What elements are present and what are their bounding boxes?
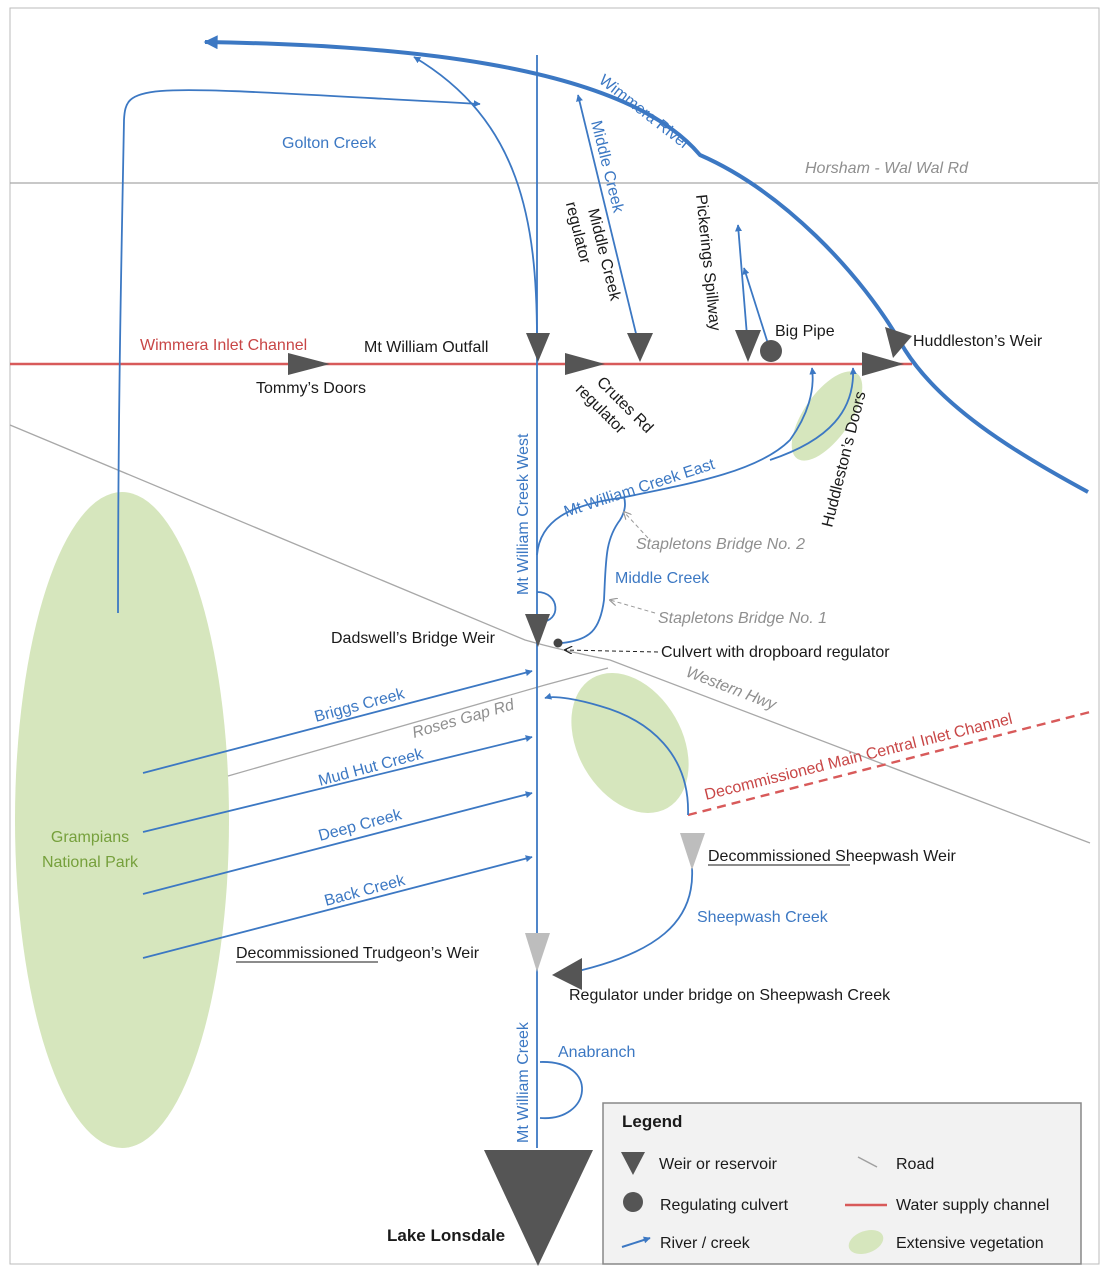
legend-label-river: River / creek xyxy=(660,1235,751,1252)
huddlestons-weir-label: Huddleston’s Weir xyxy=(913,333,1043,350)
stapletons-bridge-1-label: Stapletons Bridge No. 1 xyxy=(658,610,827,627)
back-creek-label: Back Creek xyxy=(323,872,408,910)
arrow-icon xyxy=(621,1236,651,1248)
middle-creek-lower xyxy=(561,496,626,644)
legend-box xyxy=(602,1102,1082,1265)
golton-creek xyxy=(117,89,481,614)
sheepwash-creek-label: Sheepwash Creek xyxy=(697,909,829,926)
anabranch-line xyxy=(539,1061,583,1119)
vegetation-icon xyxy=(848,1229,884,1255)
roses-gap-road xyxy=(227,667,609,777)
legend: Legend Weir or reservoir Road Regulating… xyxy=(602,1102,1082,1265)
legend-title: Legend xyxy=(622,1112,682,1131)
regulator-sheepwash-label: Regulator under bridge on Sheepwash Cree… xyxy=(569,987,891,1004)
dadswells-bridge-weir-label: Dadswell’s Bridge Weir xyxy=(331,630,496,647)
middle-creek-upper-label: Middle Creek xyxy=(587,119,627,216)
svg-text:Decommissioned Sheepwash Weir: Decommissioned Sheepwash Weir xyxy=(708,848,956,865)
huddlestons-weir-icon xyxy=(885,327,912,358)
sheepwash-weir-icon xyxy=(680,833,705,870)
pickerings-spillway-line xyxy=(735,224,749,349)
mud-hut-creek-line xyxy=(142,735,533,833)
vegetation-sheepwash xyxy=(571,673,689,813)
briggs-creek-line xyxy=(142,669,533,774)
mt-william-creek-east-label: Mt William Creek East xyxy=(562,456,717,521)
diagram-frame xyxy=(9,7,1100,1265)
deep-creek-label: Deep Creek xyxy=(317,806,405,845)
mt-william-creek-east xyxy=(536,367,817,556)
big-pipe-culvert-icon xyxy=(760,340,782,362)
lake-lonsdale-label: Lake Lonsdale xyxy=(387,1226,505,1245)
horsham-road-label: Horsham - Wal Wal Rd xyxy=(805,160,969,177)
sheepwash-creek-lower xyxy=(559,867,693,976)
legend-label-road: Road xyxy=(896,1156,934,1173)
culvert-dropboard-label: Culvert with dropboard regulator xyxy=(661,644,890,661)
decommissioned-main-central-label: Decommissioned Main Central Inlet Channe… xyxy=(703,711,1014,804)
legend-label-vegetation: Extensive vegetation xyxy=(896,1235,1044,1252)
sheepwash-creek-upper xyxy=(544,692,689,816)
trudgeons-weir-label: Decommissioned Trudgeon’s Weir xyxy=(236,945,480,963)
sheepwash-regulator-icon xyxy=(552,958,582,990)
middle-creek-regulator-icon xyxy=(627,333,653,362)
tommys-doors-icon xyxy=(288,353,330,375)
crutes-rd-regulator-icon xyxy=(565,353,605,375)
dropboard-culvert-icon xyxy=(553,638,563,648)
decommissioned-main-central-channel xyxy=(687,710,1091,817)
middle-creek-lower-label: Middle Creek xyxy=(615,570,710,587)
stapletons-bridge-2-label: Stapletons Bridge No. 2 xyxy=(636,536,805,553)
road-line-icon xyxy=(857,1156,878,1168)
decommissioned-underlined: Decommissioned xyxy=(236,945,359,962)
mt-william-outfall-label: Mt William Outfall xyxy=(364,339,488,356)
svg-text:Decommissioned Trudgeon’s Weir: Decommissioned Trudgeon’s Weir xyxy=(236,945,480,962)
middle-creek-upper xyxy=(576,94,641,351)
legend-label-culvert: Regulating culvert xyxy=(660,1197,789,1214)
sheepwash-weir-label: Decommissioned Sheepwash Weir xyxy=(708,848,956,866)
wimmera-river-label: Wimmera River xyxy=(596,72,694,154)
lake-lonsdale-icon xyxy=(484,1150,593,1266)
trudgeons-weir-icon xyxy=(525,933,550,972)
mt-william-outfall-icon xyxy=(526,333,550,362)
deep-creek-line xyxy=(142,791,533,895)
pickerings-spillway-icon xyxy=(735,330,761,362)
legend-label-weir: Weir or reservoir xyxy=(659,1156,778,1173)
crutes-rd-regulator-label: Crutes Rdregulator xyxy=(572,367,656,451)
big-pipe-label: Big Pipe xyxy=(775,323,835,340)
huddlestons-doors-icon xyxy=(862,352,904,376)
wimmera-inlet-channel-label: Wimmera Inlet Channel xyxy=(140,337,307,354)
decommissioned-underlined: Decommissioned xyxy=(708,848,831,865)
tommys-doors-label: Tommy’s Doors xyxy=(256,380,366,397)
culvert-icon xyxy=(623,1192,643,1212)
culvert-pointer xyxy=(565,650,659,652)
stapletons-1-pointer xyxy=(610,600,656,614)
grampians-vegetation xyxy=(15,492,229,1148)
back-creek-line xyxy=(142,855,533,959)
vegetation-huddleston xyxy=(791,371,863,461)
stapletons-2-pointer xyxy=(624,512,649,539)
legend-label-channel: Water supply channel xyxy=(896,1197,1049,1214)
pickerings-spillway-label: Pickerings Spillway xyxy=(692,194,723,332)
anabranch-label: Anabranch xyxy=(558,1044,635,1061)
mt-william-creek-label: Mt William Creek xyxy=(515,1021,532,1143)
briggs-creek-label: Briggs Creek xyxy=(313,685,408,726)
wimmera-river xyxy=(203,35,1089,494)
dadswells-bridge-weir-icon xyxy=(525,614,550,647)
mt-william-creek-west-label: Mt William Creek West xyxy=(515,433,532,595)
big-pipe-line xyxy=(742,267,771,351)
weir-icon xyxy=(621,1152,645,1175)
mt-william-east-branch xyxy=(769,367,857,461)
western-hwy-road xyxy=(9,424,1091,844)
golton-creek-label: Golton Creek xyxy=(282,135,377,152)
